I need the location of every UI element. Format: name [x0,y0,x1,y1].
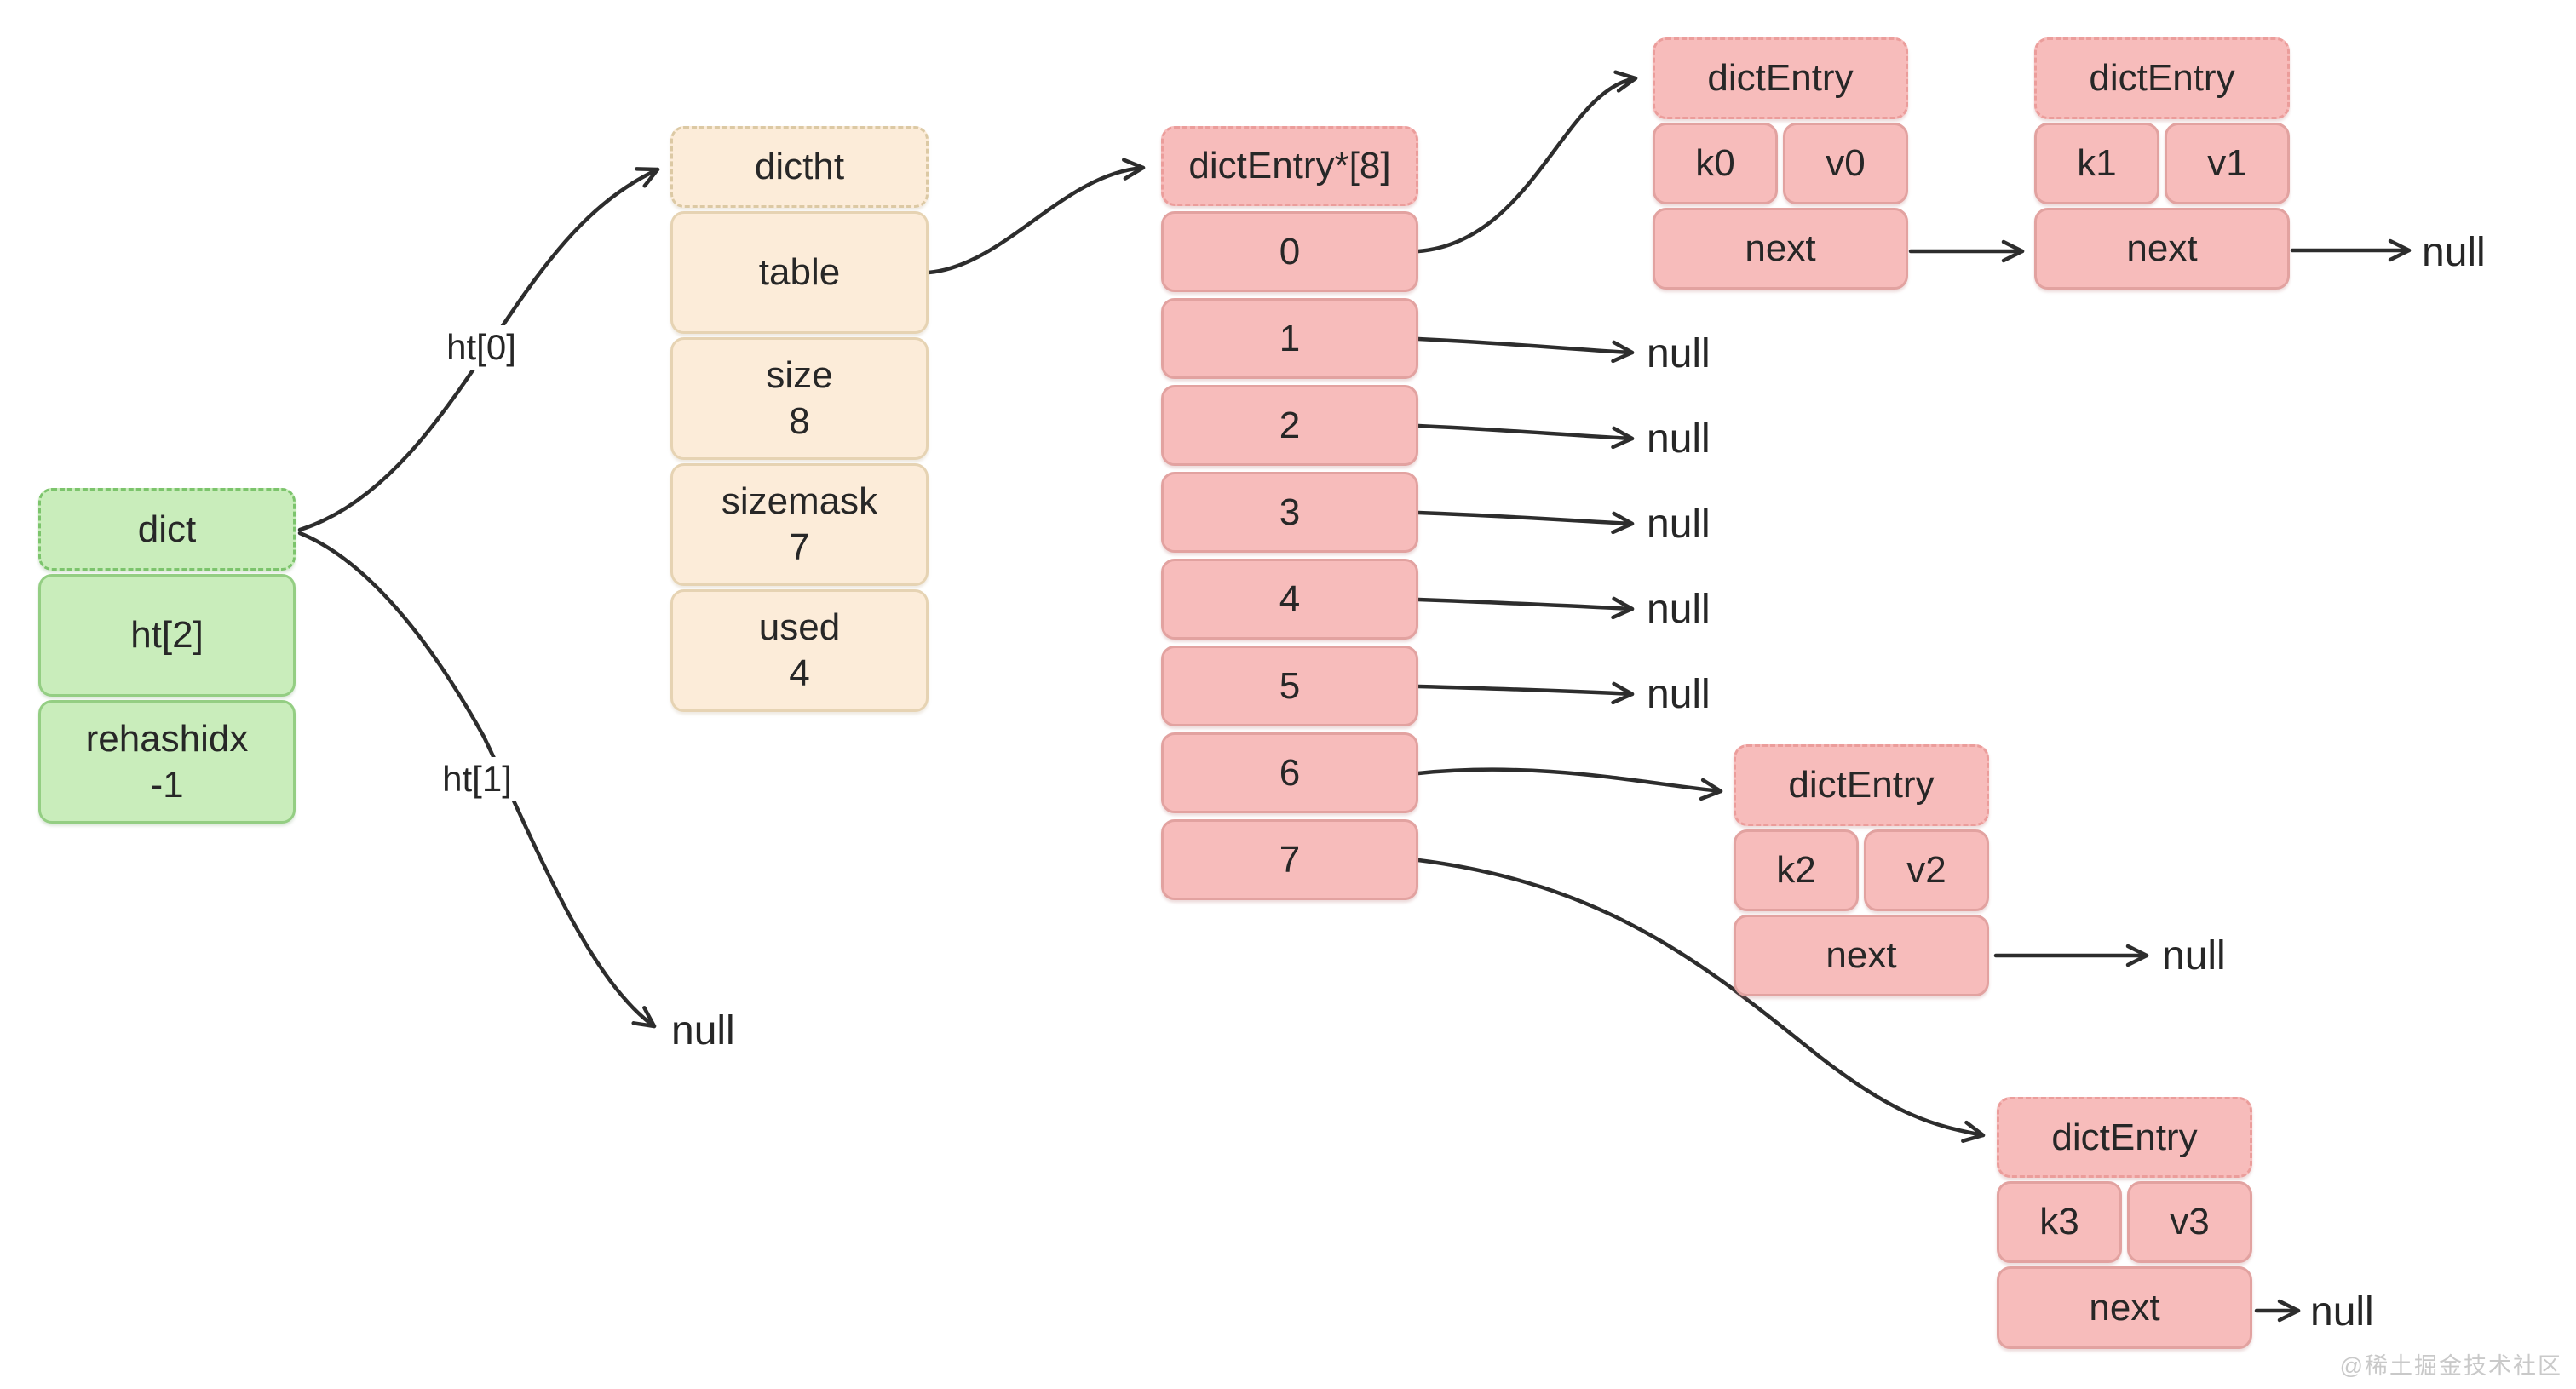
bucket-slot-3: 3 [1161,472,1418,553]
arrow-slot2-to-null [1416,423,1635,450]
arrow-slot4-to-null [1416,596,1635,620]
null-label-slot4: null [1647,586,1711,632]
entry0-next: next [1653,208,1908,290]
dict-field-ht2-label: ht[2] [130,614,204,657]
entry0-key: k0 [1653,123,1778,204]
entry3-value: v3 [2127,1181,2252,1263]
dictht-field-table: table [670,211,929,334]
bucket-slot-1-label: 1 [1279,317,1301,359]
dict-field-rehashidx: rehashidx -1 [38,700,296,824]
entry2-value: v2 [1864,829,1989,911]
entry0-next-label: next [1745,227,1816,270]
dict-box-header: dict [38,488,296,571]
watermark: @稀土掘金技术社区 [2339,1353,2562,1379]
null-label-entry3: null [2310,1289,2374,1334]
bucket-slot-1: 1 [1161,298,1418,379]
entry0-key-label: k0 [1695,142,1735,185]
arrow-slot5-to-null [1416,681,1635,705]
bucket-slot-4: 4 [1161,559,1418,640]
arrow-slot6-to-entry2 [1416,767,1723,801]
dictht-field-used-value: 4 [789,652,810,694]
dictht-field-size-value: 8 [789,400,810,442]
bucket-slot-7-label: 7 [1279,838,1301,881]
entry3-header: dictEntry [1997,1097,2252,1178]
dictht-field-sizemask-value: 7 [789,526,810,568]
bucket-array-title: dictEntry*[8] [1188,145,1391,187]
arrow-table-to-bucket-array [926,158,1146,275]
entry2-next-label: next [1826,934,1897,977]
bucket-slot-4-label: 4 [1279,577,1301,620]
null-label-entry2: null [2162,933,2226,979]
bucket-slot-5: 5 [1161,646,1418,726]
arrow-slot0-to-entry0 [1416,70,1638,254]
entry2-key-label: k2 [1776,849,1816,892]
entry2-title: dictEntry [1788,764,1935,806]
entry1-value: v1 [2165,123,2290,204]
dict-box-title: dict [137,508,197,550]
entry2-next: next [1734,915,1989,996]
dictht-field-table-label: table [758,251,841,294]
null-label-slot3: null [1647,501,1711,547]
entry1-header: dictEntry [2034,37,2290,119]
dictht-field-used-label: used [758,606,841,649]
null-label-slot2: null [1647,416,1711,462]
entry2-header: dictEntry [1734,744,1989,826]
dict-field-rehashidx-value: -1 [150,763,184,806]
arrow-ht1-to-null [297,531,657,1029]
entry2-key: k2 [1734,829,1859,911]
dictht-field-used: used 4 [670,589,929,712]
entry3-key: k3 [1997,1181,2122,1263]
ht1-pointer-label: ht[1] [434,757,520,801]
entry1-next-label: next [2126,227,2198,270]
bucket-slot-2-label: 2 [1279,404,1301,446]
null-label-slot5: null [1647,671,1711,717]
dictht-box-header: dictht [670,126,929,208]
entry0-value-label: v0 [1826,142,1866,185]
dictht-field-sizemask-label: sizemask [721,480,878,523]
bucket-slot-0: 0 [1161,211,1418,292]
entry1-value-label: v1 [2207,142,2247,185]
dict-field-rehashidx-label: rehashidx [85,717,249,760]
bucket-slot-6: 6 [1161,732,1418,813]
entry1-next: next [2034,208,2290,290]
dictht-field-size: size 8 [670,337,929,460]
dictht-box-title: dictht [754,146,845,188]
entry3-key-label: k3 [2039,1201,2079,1243]
bucket-slot-0-label: 0 [1279,230,1301,273]
dict-field-ht2: ht[2] [38,574,296,697]
null-label-ht1: null [671,1007,735,1053]
bucket-slot-3-label: 3 [1279,491,1301,533]
dictht-field-sizemask: sizemask 7 [670,463,929,586]
bucket-slot-6-label: 6 [1279,751,1301,794]
arrow-slot7-to-entry3 [1416,858,1986,1143]
entry3-next: next [1997,1266,2252,1349]
ht0-pointer-label: ht[0] [438,325,525,370]
bucket-slot-5-label: 5 [1279,664,1301,707]
entry1-key: k1 [2034,123,2159,204]
entry0-value: v0 [1783,123,1908,204]
entry3-value-label: v3 [2170,1201,2210,1243]
null-label-slot1: null [1647,330,1711,376]
dictht-field-size-label: size [766,354,833,397]
entry1-key-label: k1 [2077,142,2117,185]
entry3-next-label: next [2089,1286,2160,1329]
entry0-header: dictEntry [1653,37,1908,119]
bucket-slot-7: 7 [1161,819,1418,900]
bucket-array-header: dictEntry*[8] [1161,126,1418,206]
arrow-slot3-to-null [1416,510,1635,535]
entry0-title: dictEntry [1707,57,1854,100]
entry2-value-label: v2 [1906,849,1946,892]
entry3-title: dictEntry [2051,1116,2198,1158]
null-label-entry1: null [2422,229,2486,275]
arrow-slot1-to-null [1416,336,1635,364]
bucket-slot-2: 2 [1161,385,1418,466]
entry1-title: dictEntry [2089,57,2235,100]
